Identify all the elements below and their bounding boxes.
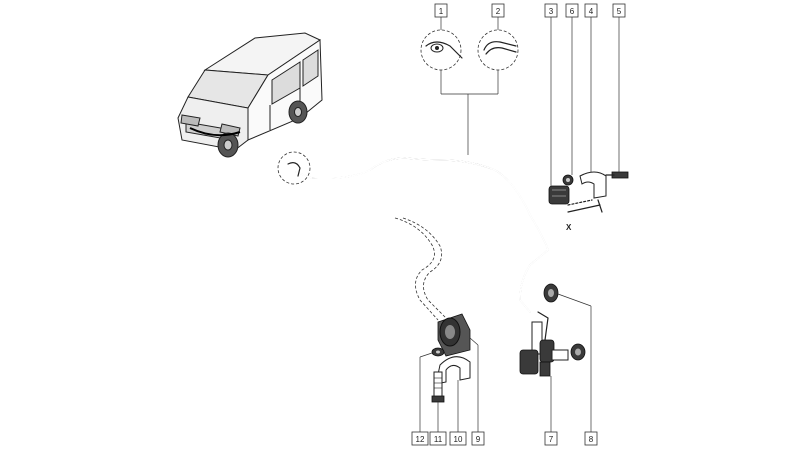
callout-6: 6	[565, 3, 579, 18]
callout-3: 3	[544, 3, 558, 18]
callout-12: 12	[411, 431, 429, 446]
callout-leaders	[419, 17, 620, 432]
callout-9: 9	[471, 431, 485, 446]
callout-10-label: 10	[454, 435, 463, 444]
callout-7-label: 7	[549, 435, 554, 444]
callout-11: 11	[429, 431, 447, 446]
callout-6-label: 6	[570, 7, 575, 16]
callout-8: 8	[584, 431, 598, 446]
callout-2-label: 2	[496, 7, 501, 16]
detail-circle-2	[477, 29, 519, 71]
callout-8-label: 8	[589, 435, 594, 444]
callout-9-label: 9	[476, 435, 481, 444]
vehicle-illustration	[177, 32, 323, 158]
callout-3-label: 3	[549, 7, 554, 16]
anti-roll-bar-ghost	[394, 217, 447, 321]
callout-12-label: 12	[416, 435, 425, 444]
callout-11-label: 11	[434, 435, 443, 444]
callout-2: 2	[491, 3, 505, 18]
callout-4: 4	[584, 3, 598, 18]
callout-4-label: 4	[589, 7, 594, 16]
callout-5-label: 5	[617, 7, 622, 16]
callout-10: 10	[449, 431, 467, 446]
detail-circle-1	[420, 29, 463, 71]
anti-roll-bar	[277, 151, 549, 313]
callout-7: 7	[544, 431, 558, 446]
callout-1-label: 1	[439, 7, 444, 16]
clamp-assembly-right	[548, 171, 629, 213]
detail-bracket	[440, 70, 499, 155]
dimension-label-x: X	[566, 223, 572, 232]
callout-5: 5	[612, 3, 626, 18]
link-rod-assembly	[519, 283, 586, 377]
clamp-assembly-left	[431, 313, 471, 403]
callout-1: 1	[434, 3, 448, 18]
